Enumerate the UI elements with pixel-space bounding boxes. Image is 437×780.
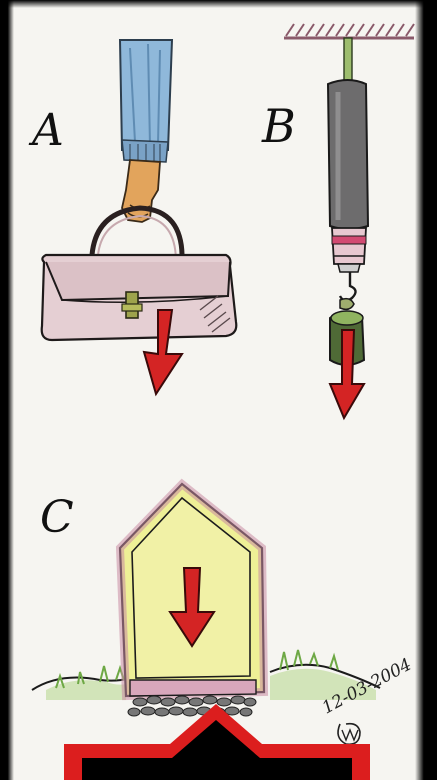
sleeve xyxy=(118,39,174,163)
panel-a-label: A xyxy=(28,105,64,156)
panel-c-label: C xyxy=(40,492,74,543)
right-shadow-edge xyxy=(415,0,437,780)
hand xyxy=(121,159,161,223)
spring-scale xyxy=(326,79,370,273)
panel-a: A xyxy=(28,39,238,397)
scale-hook xyxy=(338,272,357,302)
foundation-stones xyxy=(127,695,257,717)
bag-handle xyxy=(89,205,185,263)
panel-b-label: B xyxy=(261,99,296,153)
top-shadow-edge xyxy=(0,0,437,8)
briefcase xyxy=(40,253,238,342)
force-arrow-c xyxy=(168,567,216,648)
weight xyxy=(329,297,366,366)
force-arrow-b xyxy=(328,329,366,421)
bottom-red-tab xyxy=(64,704,370,780)
panel-c: C xyxy=(31,478,415,746)
left-shadow-edge xyxy=(0,0,14,780)
scale-hanger xyxy=(343,37,353,87)
ceiling xyxy=(284,23,415,40)
ground xyxy=(31,649,381,700)
force-arrow-a xyxy=(142,309,184,397)
panel-b: B xyxy=(261,23,415,421)
